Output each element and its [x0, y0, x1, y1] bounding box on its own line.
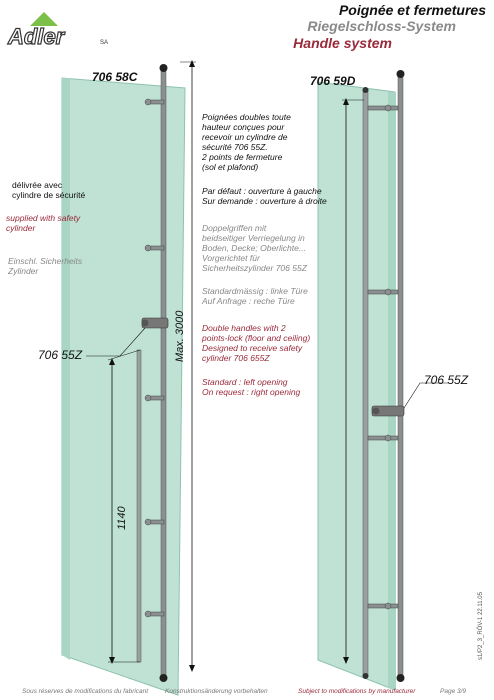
desc-fr-main: Poignées doubles toute hauteur conçues p… — [202, 112, 291, 172]
title-en: Handle system — [293, 35, 392, 51]
side-note-de: Einschl. Sicherheits Zylinder — [8, 256, 83, 276]
cylinder-ref-right: 706 55Z — [424, 373, 469, 387]
logo-suffix: SA — [100, 40, 108, 46]
adler-logo: Adler SA — [6, 10, 116, 50]
left-rod-top-cap — [159, 64, 168, 72]
footer-en: Subject to modifications by manufacturer — [298, 688, 416, 695]
right-rod-bottom-cap — [396, 674, 405, 682]
right-main-rod — [397, 73, 404, 679]
desc-en-main: Double handles with 2 points-lock (floor… — [202, 323, 311, 363]
side-note-fr: délivrée avec cylindre de sécurité — [12, 180, 86, 200]
footer-de: Konstruktionsänderung vorbehalten — [165, 688, 268, 695]
left-main-rod — [160, 65, 167, 681]
title-de: Riegelschloss-System — [307, 18, 456, 34]
left-standoffs — [144, 98, 165, 618]
side-note-en: supplied with safety cylinder — [6, 213, 81, 233]
logo-wordmark: Adler — [7, 24, 66, 49]
desc-en-opening: Standard : left opening On request : rig… — [202, 377, 301, 397]
doc-code: s1/P2_3_RÖV-1 22.11.05 — [478, 592, 484, 660]
ref-right: 706 59D — [310, 74, 356, 88]
footer-page: Page 3/9 — [440, 688, 467, 695]
right-glass-edge — [388, 92, 396, 690]
left-rod-bottom-cap — [159, 674, 168, 682]
right-glass-panel — [317, 81, 396, 691]
footer-fr: Sous réserves de modifications du fabric… — [22, 688, 149, 695]
dim-max-label: Max. 3000 — [174, 310, 186, 362]
right-standoffs — [367, 104, 399, 610]
right-rod-top-cap — [396, 70, 405, 78]
cylinder-ref-left: 706 55Z — [38, 348, 83, 362]
logo-triangle-icon — [30, 12, 58, 26]
desc-de-opening: Standardmässig : linke Türe Auf Anfrage … — [202, 286, 308, 306]
dim-handle-label: 1140 — [116, 506, 128, 530]
right-cylinder-lock — [371, 405, 405, 417]
right-cylinder-knob — [372, 407, 380, 415]
left-glass-panel — [61, 77, 186, 696]
ref-left: 706 58C — [92, 70, 138, 84]
right-pull-bar — [362, 89, 369, 677]
left-cylinder-knob — [141, 319, 149, 327]
title-fr: Poignée et fermetures — [338, 2, 486, 18]
left-pull-bar — [136, 349, 142, 663]
desc-de-main: Doppelgriffen mit beidseitiger Verriegel… — [202, 223, 307, 273]
desc-fr-opening: Par défaut : ouverture à gauche Sur dema… — [202, 186, 327, 206]
left-glass-edge — [62, 78, 70, 660]
